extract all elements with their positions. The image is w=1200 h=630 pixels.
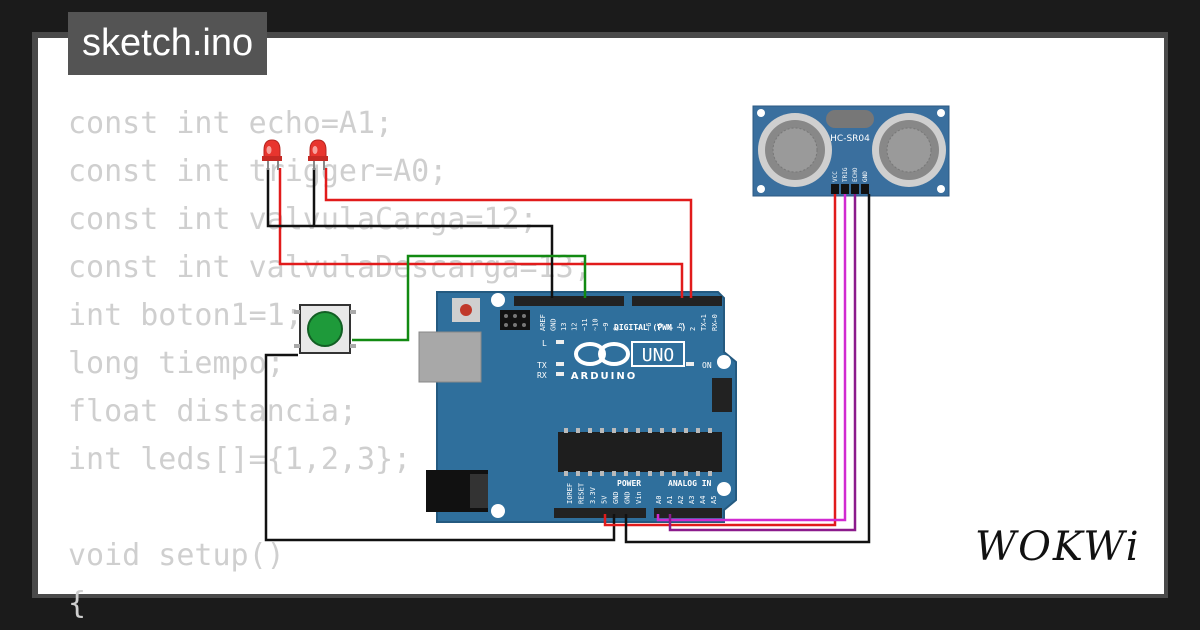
pin-label: ~9	[602, 323, 610, 331]
pin-label: 12	[571, 323, 579, 331]
pin-label: 5V	[601, 495, 609, 504]
file-tab[interactable]: sketch.ino	[68, 12, 268, 75]
analog-label: ANALOG IN	[668, 479, 712, 488]
pin-label: A0	[655, 496, 663, 504]
mounting-hole	[491, 504, 505, 518]
wire-sensor-gnd	[624, 194, 871, 544]
pin-label: VCC	[832, 171, 839, 182]
arduino-brand: ARDUINO	[571, 371, 637, 382]
wire-led1	[278, 168, 684, 298]
power-label: POWER	[617, 479, 641, 488]
led-icon[interactable]	[262, 139, 282, 170]
code-preview: const int echo=A1;const int trigger=A0;c…	[68, 100, 592, 628]
pin-label: A5	[710, 496, 718, 504]
mounting-hole	[491, 293, 505, 307]
pin-label: GND	[612, 491, 620, 504]
digital-header	[514, 296, 624, 306]
pin-label: AREF	[539, 314, 547, 331]
pin-label: 8	[613, 327, 621, 331]
mounting-hole	[717, 482, 731, 496]
pin-label: A2	[677, 496, 685, 504]
wire-led2	[324, 168, 693, 298]
pin-label: GND	[624, 491, 632, 504]
pin-label: ~6	[645, 323, 653, 331]
wire-sensor-vcc	[603, 194, 837, 527]
crystal	[826, 110, 874, 128]
pin-label: TRIG	[842, 167, 849, 182]
pin-label: ECHO	[852, 167, 859, 182]
code-line: int leds[]={1,2,3};	[68, 442, 412, 477]
arduino-board[interactable]: UNO ARDUINO DIGITAL (PWM ~) POWER ANALOG…	[418, 291, 737, 523]
led-icon[interactable]	[308, 139, 328, 170]
wire-sensor-trig	[656, 194, 847, 522]
pin-label: IOREF	[566, 483, 574, 504]
wire-led1-gnd	[266, 168, 554, 298]
infinity-icon	[574, 342, 630, 366]
pin-label: RX←0	[711, 314, 719, 331]
arduino-model: UNO	[642, 345, 675, 366]
pin-label: 7	[634, 327, 642, 331]
code-line: const int valvulaCarga=12;	[68, 202, 538, 237]
power-header	[554, 508, 646, 518]
wires	[264, 168, 871, 544]
pin-label: A4	[699, 496, 707, 504]
tx-label: TX	[537, 361, 547, 370]
sensor-label: HC-SR04	[830, 134, 870, 144]
code-line: {	[68, 586, 87, 621]
analog-header	[654, 508, 722, 518]
pin-label: TX→1	[700, 314, 708, 331]
code-line: const int echo=A1;	[68, 106, 394, 141]
on-label: ON	[702, 361, 712, 370]
digital-header	[632, 296, 722, 306]
pin-label: GND	[550, 318, 558, 331]
pin-label: 2	[689, 327, 697, 331]
pin-label: 4	[667, 327, 675, 331]
pin-label: ~11	[581, 318, 589, 331]
reset-button-cap[interactable]	[460, 304, 472, 316]
pin-label: ~10	[592, 318, 600, 331]
usb-port	[418, 331, 482, 383]
microcontroller-chip	[558, 432, 722, 472]
pin-label: ~5	[656, 323, 664, 331]
pin-label: GND	[862, 171, 869, 182]
code-line: long tiempo;	[68, 346, 285, 381]
wokwi-logo: WOKWi	[975, 524, 1141, 570]
pin-label: 3.3V	[589, 486, 597, 504]
wire-sensor-echo	[668, 194, 857, 532]
pin-label: A1	[666, 496, 674, 504]
wire-button-gnd	[264, 353, 616, 542]
pushbutton-icon[interactable]	[294, 304, 356, 354]
rx-label: RX	[537, 371, 547, 380]
pin-label: 13	[560, 323, 568, 331]
pin-label: RESET	[578, 482, 586, 504]
code-line: void setup()	[68, 538, 285, 573]
l-label: L	[542, 339, 547, 348]
wire-button-signal	[352, 254, 587, 342]
code-line: int boton1=1;	[68, 298, 303, 333]
pin-label: Vin	[635, 491, 643, 504]
digital-label: DIGITAL (PWM ~)	[614, 323, 686, 332]
pin-label: ~3	[678, 323, 686, 331]
pin-label: A3	[688, 496, 696, 504]
mounting-hole	[717, 355, 731, 369]
